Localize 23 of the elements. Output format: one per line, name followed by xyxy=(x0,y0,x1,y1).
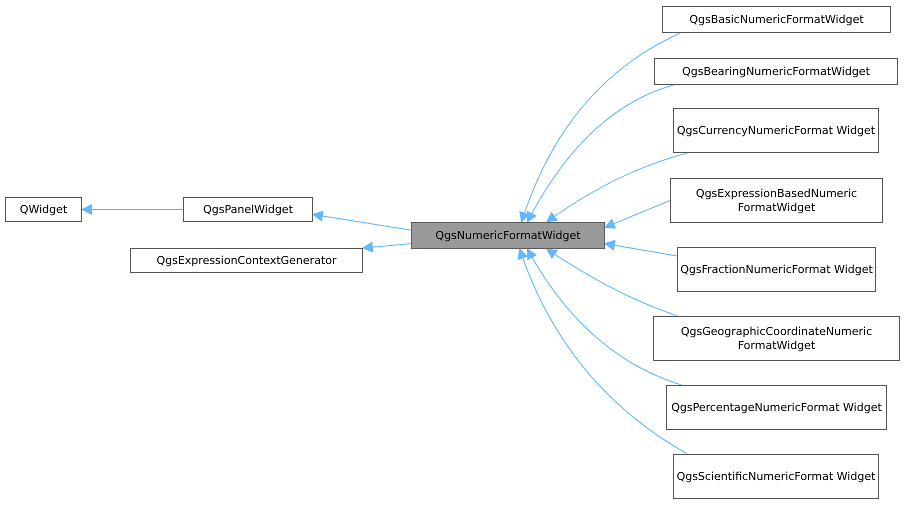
class-box: QgsScientificNumericFormat Widget xyxy=(673,454,879,499)
inheritance-arrow xyxy=(520,32,681,224)
class-box: QgsExpressionContextGenerator xyxy=(130,248,363,273)
class-box: QgsGeographicCoordinateNumeric FormatWidget xyxy=(653,316,900,361)
inheritance-arrow xyxy=(80,204,184,215)
class-box: QgsPanelWidget xyxy=(183,197,313,222)
class-box: QgsBearingNumericFormatWidget xyxy=(654,58,898,85)
inheritance-arrow xyxy=(546,152,688,223)
inheritance-arrow xyxy=(312,210,412,231)
class-box: QgsExpressionBasedNumeric FormatWidget xyxy=(670,178,883,223)
inheritance-arrow xyxy=(604,200,670,229)
inheritance-arrow xyxy=(518,248,688,454)
inheritance-arrow xyxy=(546,248,678,316)
inheritance-arrow xyxy=(362,242,412,253)
inheritance-arrow xyxy=(526,248,682,386)
class-box: QgsNumericFormatWidget xyxy=(411,222,605,249)
class-box: QWidget xyxy=(5,197,82,222)
class-box: QgsBasicNumericFormatWidget xyxy=(662,6,891,33)
class-box: QgsCurrencyNumericFormat Widget xyxy=(673,108,879,153)
inheritance-arrow xyxy=(526,84,674,223)
class-box: QgsPercentageNumericFormat Widget xyxy=(666,385,887,430)
inheritance-arrow xyxy=(604,240,678,256)
class-box: QgsFractionNumericFormat Widget xyxy=(677,247,876,292)
